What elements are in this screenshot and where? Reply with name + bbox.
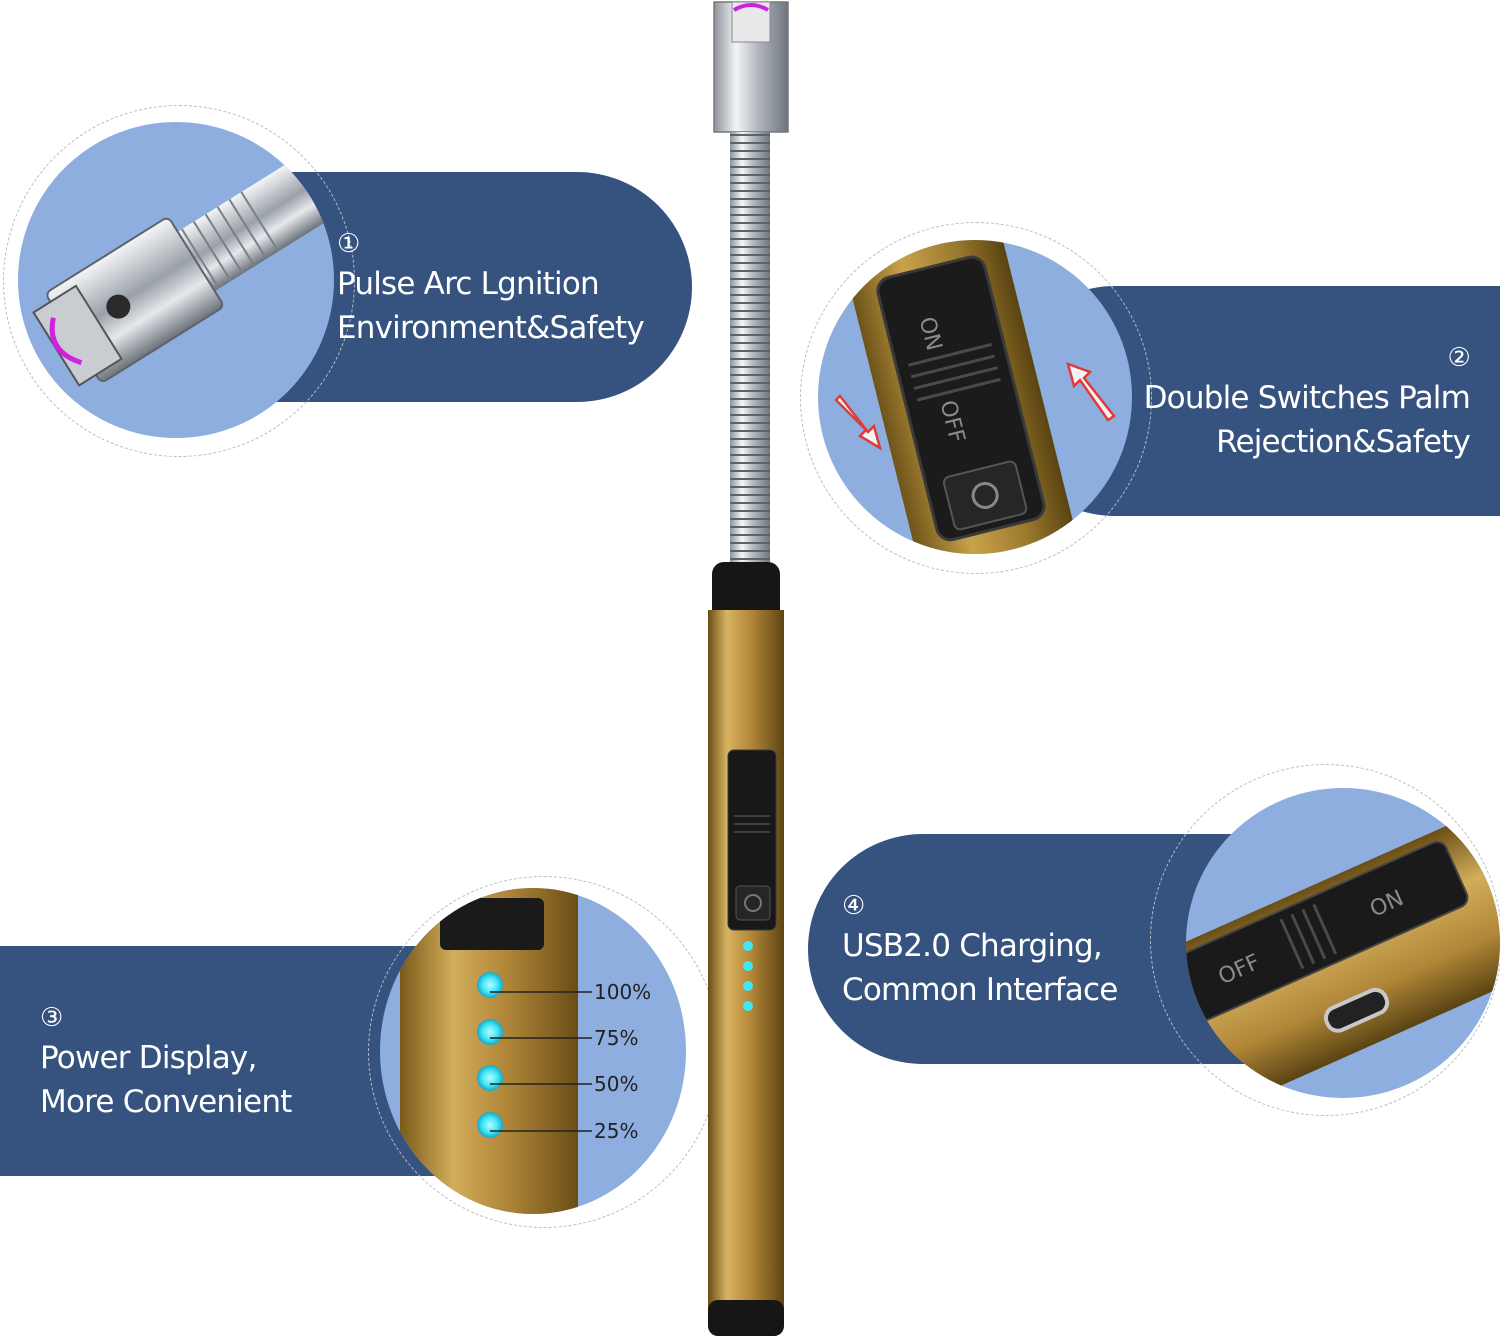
usb-port-icon [1323, 987, 1390, 1033]
power-icon [744, 894, 762, 912]
ignition-tip-closeup [32, 154, 334, 387]
end-cap [708, 1300, 784, 1336]
battery-level-25: 25% [594, 1119, 638, 1143]
flexible-neck [730, 132, 770, 562]
feature-2-dashed-ring [800, 222, 1152, 574]
power-display-closeup: 100% 75% 50% 25% [400, 888, 651, 1214]
feature-3-line-2: More Convenient [40, 1084, 292, 1120]
feature-4-number: ④ [842, 891, 865, 921]
feature-3-line-1: Power Display, [40, 1040, 257, 1076]
feature-1-dashed-ring [3, 105, 355, 457]
feature-1-text: ① Pulse Arc Lgnition Environment&Safety [337, 226, 645, 350]
usb-port-closeup: OFF ON [1186, 792, 1500, 1098]
black-collar [712, 562, 780, 622]
feature-4-text: ④ USB2.0 Charging, Common Interface [842, 888, 1118, 1012]
feature-4-dashed-ring [1150, 764, 1500, 1116]
battery-level-100: 100% [594, 980, 651, 1004]
feature-4-line-1: USB2.0 Charging, [842, 928, 1103, 964]
feature-3-closeup-circle: 100% 75% 50% 25% [380, 888, 686, 1214]
body-switch [727, 749, 777, 931]
gold-handle [708, 610, 784, 1310]
switch-closeup: ON OFF [834, 240, 1116, 554]
feature-2-number: ② [1447, 343, 1470, 373]
feature-2-line-2: Rejection&Safety [1216, 424, 1471, 460]
down-arrow-icon [834, 394, 883, 451]
lighter-product [708, 1, 789, 1336]
feature-1-line-1: Pulse Arc Lgnition [337, 266, 600, 302]
feature-2-closeup-circle: ON OFF [818, 240, 1132, 554]
battery-level-50: 50% [594, 1072, 638, 1096]
feature-3-text: ③ Power Display, More Convenient [40, 1000, 292, 1124]
feature-2-line-1: Double Switches Palm [1143, 380, 1471, 416]
feature-4-line-2: Common Interface [842, 972, 1118, 1008]
feature-1-closeup-circle [18, 122, 334, 438]
plasma-arc-icon [732, 3, 770, 12]
up-arrow-icon [1066, 362, 1116, 422]
body-led-indicators [743, 941, 753, 1011]
feature-1-line-2: Environment&Safety [337, 310, 645, 346]
feature-2-text: ② Double Switches Palm Rejection&Safety [1143, 340, 1471, 464]
feature-4-closeup-circle: OFF ON [1186, 788, 1500, 1098]
battery-level-75: 75% [594, 1026, 638, 1050]
feature-3-number: ③ [40, 1003, 63, 1033]
feature-1-number: ① [337, 229, 360, 259]
